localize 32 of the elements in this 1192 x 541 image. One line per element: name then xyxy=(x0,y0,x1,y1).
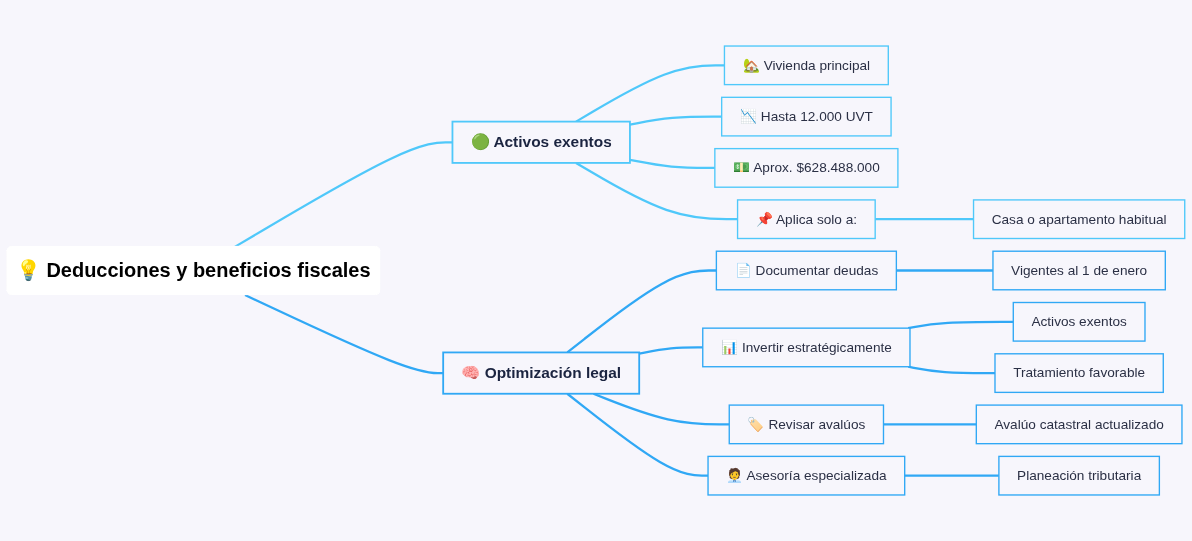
node-box: 🧠 Optimización legal xyxy=(442,351,641,395)
node-box: Vigentes al 1 de enero xyxy=(992,250,1166,291)
connector xyxy=(629,158,715,170)
node-box: Casa o apartamento habitual xyxy=(972,199,1186,240)
node-box: 🏡 Vivienda principal xyxy=(723,45,889,86)
connector xyxy=(575,64,725,123)
connector xyxy=(234,141,453,248)
node-box: 📄 Documentar deudas xyxy=(715,250,898,291)
connector xyxy=(566,392,709,477)
node-box: 📊 Invertir estratégicamente xyxy=(702,327,911,368)
connector xyxy=(593,392,730,426)
connector xyxy=(904,474,999,477)
node-box: 💵 Aprox. $628.488.000 xyxy=(714,147,899,188)
node-box: Planeación tributaria xyxy=(998,455,1161,496)
node-box: 📌 Aplica solo a: xyxy=(736,199,876,240)
node-box: Avalúo catastral actualizado xyxy=(975,404,1183,445)
connector xyxy=(575,161,738,221)
node-box: 🏷 Revisar avalúos xyxy=(728,404,885,445)
connector xyxy=(883,423,977,426)
node-box: Activos exentos xyxy=(1012,301,1146,342)
node-box: 🟢 Activos exentos xyxy=(451,120,631,164)
connector xyxy=(566,269,717,354)
connector xyxy=(908,320,1014,330)
connector xyxy=(639,346,703,355)
node-box: 🧑‍💼 Asesoría especializada xyxy=(707,455,906,496)
connector xyxy=(896,269,993,272)
node-box: Tratamiento favorable xyxy=(994,353,1164,394)
node-box: 📉 Hasta 12.000 UVT xyxy=(721,96,892,137)
connector xyxy=(244,294,444,375)
connector xyxy=(629,115,722,126)
connector xyxy=(875,218,974,221)
connector xyxy=(908,365,995,375)
